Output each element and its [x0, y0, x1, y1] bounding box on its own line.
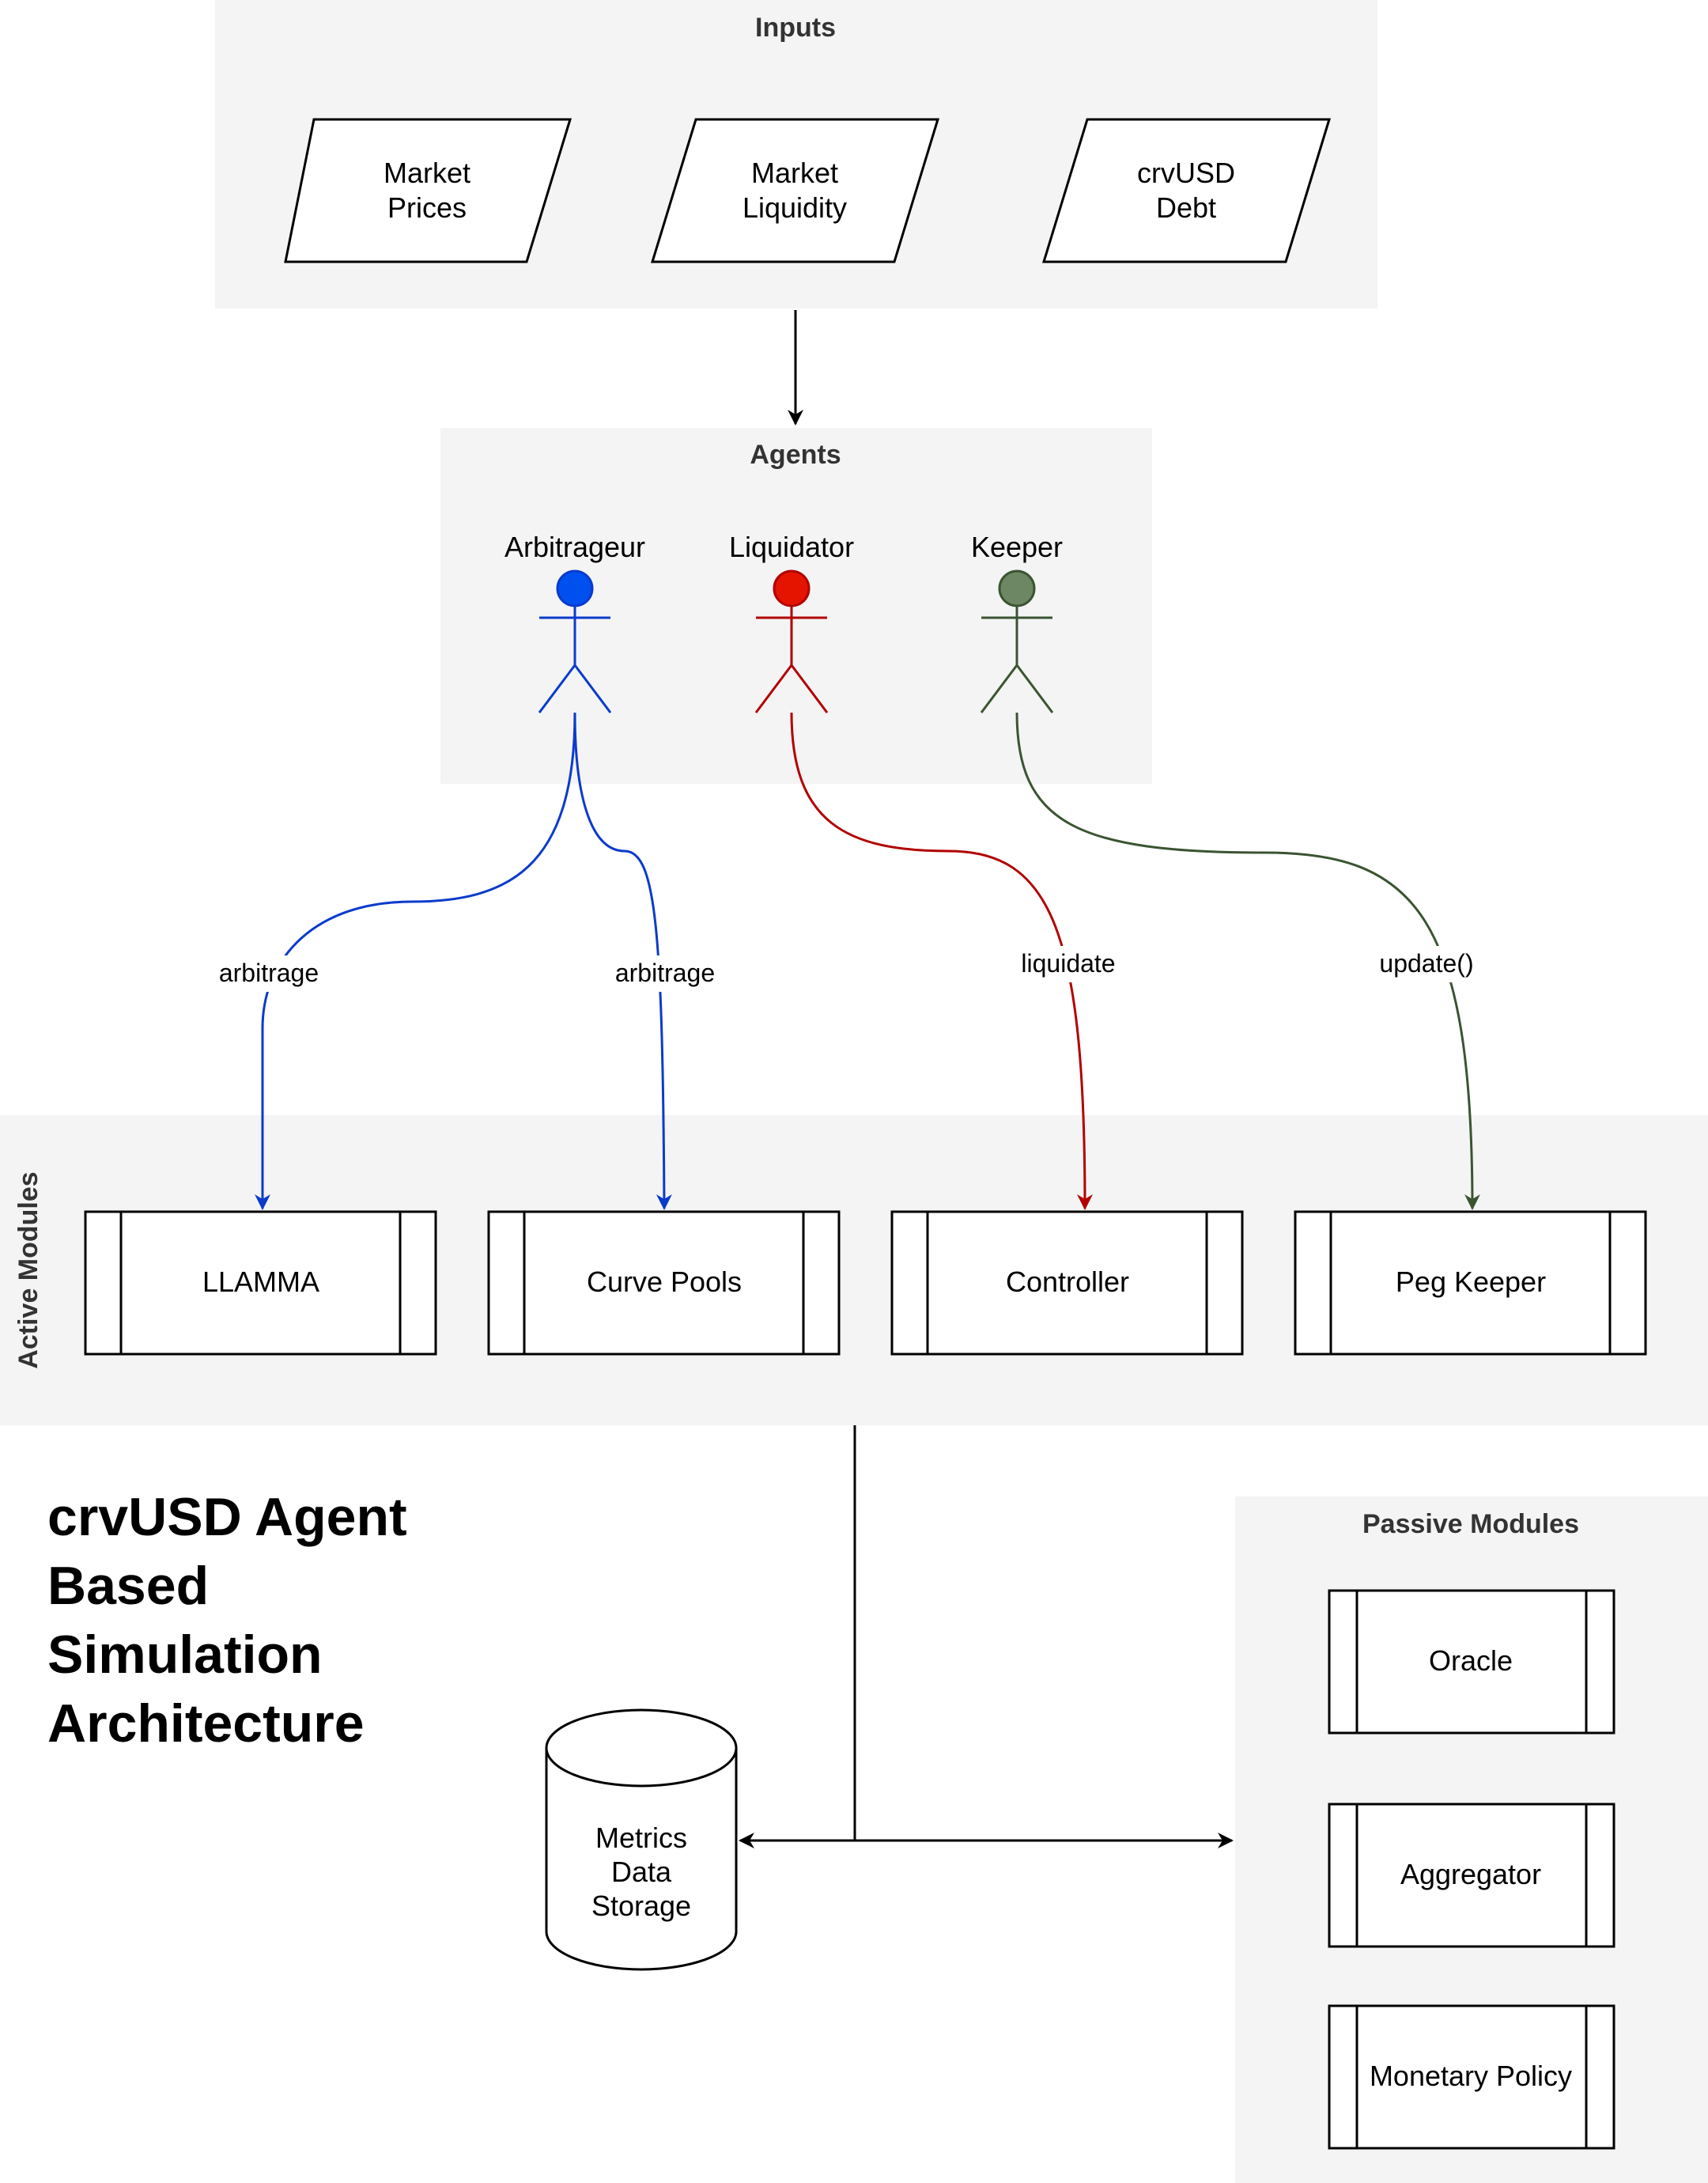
input-label-line1: Market: [384, 157, 470, 189]
title-line-1: crvUSD Agent: [47, 1487, 407, 1547]
agent-arbitrageur: Arbitrageur: [504, 531, 645, 713]
module-llamma-label: LLAMMA: [202, 1266, 319, 1298]
diagram-title: crvUSD Agent Based Simulation Architectu…: [47, 1487, 407, 1754]
passive-modules-group-title: Passive Modules: [1362, 1509, 1579, 1539]
module-curve-pools-label: Curve Pools: [587, 1266, 742, 1298]
input-label-line2: Liquidity: [743, 191, 847, 224]
agent-arbitrageur-label: Arbitrageur: [504, 531, 645, 563]
agent-liquidator: Liquidator: [729, 531, 854, 713]
stick-figure-icon: [538, 569, 612, 713]
module-peg-keeper: Peg Keeper: [1294, 1210, 1647, 1356]
input-label-line1: crvUSD: [1137, 157, 1235, 189]
agent-liquidator-label: Liquidator: [729, 531, 854, 563]
edge-update-pegkeeper: [1015, 712, 1480, 1210]
module-llamma: LLAMMA: [84, 1210, 437, 1356]
stick-figure-icon: [980, 569, 1054, 713]
edge-label-arbitrage-curve: arbitrage: [615, 959, 715, 987]
input-market-prices: Market Prices: [284, 118, 572, 263]
title-line-4: Architecture: [47, 1693, 365, 1754]
input-label-line2: Debt: [1156, 191, 1216, 224]
input-market-liquidity: Market Liquidity: [650, 118, 940, 263]
agents-group-title: Agents: [750, 440, 841, 470]
module-aggregator: Aggregator: [1328, 1803, 1615, 1948]
database-icon: [545, 1708, 738, 1971]
agent-keeper-label: Keeper: [971, 531, 1063, 563]
edge-label-liquidate: liquidate: [1021, 949, 1115, 978]
edge-liquidate-controller: [790, 712, 1093, 1210]
metrics-data-storage: Metrics Data Storage: [545, 1708, 738, 1971]
stick-figure-icon: [754, 569, 829, 713]
input-crvusd-debt: crvUSD Debt: [1041, 118, 1332, 263]
module-curve-pools: Curve Pools: [487, 1210, 841, 1356]
module-aggregator-label: Aggregator: [1400, 1858, 1541, 1890]
input-label-line1: Market: [751, 157, 838, 189]
active-modules-group-title: Active Modules: [13, 1171, 43, 1368]
module-monetary-policy-label: Monetary Policy: [1370, 2060, 1572, 2092]
inputs-group-title: Inputs: [755, 13, 836, 43]
module-oracle: Oracle: [1328, 1589, 1615, 1735]
storage-label-line2: Data: [611, 1856, 672, 1888]
module-controller: Controller: [890, 1210, 1244, 1356]
module-monetary-policy: Monetary Policy: [1328, 2004, 1615, 2150]
agent-keeper: Keeper: [971, 531, 1063, 713]
edge-label-arbitrage-llamma: arbitrage: [219, 959, 319, 987]
edge-label-update: update(): [1379, 949, 1473, 978]
input-label-line2: Prices: [387, 191, 467, 224]
module-oracle-label: Oracle: [1429, 1644, 1513, 1677]
module-peg-keeper-label: Peg Keeper: [1396, 1266, 1546, 1298]
storage-label-line3: Storage: [591, 1890, 691, 1922]
title-line-3: Simulation: [47, 1625, 323, 1685]
storage-label-line1: Metrics: [595, 1822, 687, 1854]
module-controller-label: Controller: [1006, 1266, 1129, 1298]
title-line-2: Based: [47, 1556, 209, 1616]
edge-arbitrage-curve: [573, 712, 672, 1210]
